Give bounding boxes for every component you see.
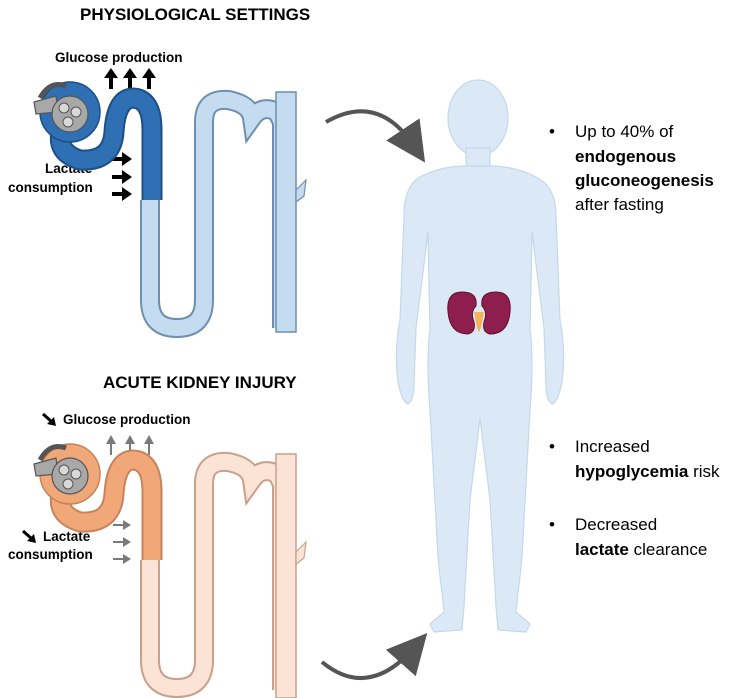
- bullet-bottom-2-rest: clearance: [629, 540, 707, 559]
- bullet-bottom-1-line2: hypoglycemia risk: [575, 462, 720, 481]
- bullet-bottom-1-rest: risk: [688, 462, 720, 481]
- curved-arrow-top: [325, 109, 426, 163]
- bullet-top-line4: after fasting: [575, 195, 664, 214]
- aki-glucose-arrows: [106, 435, 154, 455]
- bullet-bottom-2-line2: lactate clearance: [575, 540, 707, 559]
- curved-arrow-bottom: [320, 633, 428, 680]
- aki-title: ACUTE KIDNEY INJURY: [103, 373, 297, 392]
- bullet-bottom-1-line1: Increased: [575, 437, 650, 456]
- bullet-bottom-2-line1: Decreased: [575, 515, 657, 534]
- right-arrow-icon: [112, 187, 132, 201]
- bullet-bottom-2-marker: •: [549, 515, 555, 534]
- glomerulus-icon: [33, 82, 89, 133]
- right-arrow-icon: [112, 152, 132, 166]
- bullet-top-line1: Up to 40% of: [575, 122, 674, 141]
- kidneys-icon: [447, 291, 511, 335]
- right-arrow-icon: [113, 520, 131, 530]
- up-arrow-icon: [142, 68, 156, 89]
- up-arrow-icon: [144, 435, 154, 455]
- bullet-bottom-1-bold: hypoglycemia: [575, 462, 689, 481]
- up-arrow-icon: [125, 435, 135, 455]
- right-arrow-icon: [113, 554, 131, 564]
- physio-lactate-arrows: [112, 152, 132, 201]
- aki-nephron: [33, 443, 307, 698]
- physio-title: PHYSIOLOGICAL SETTINGS: [80, 5, 310, 24]
- bullets-bottom: • Increased hypoglycemia risk • Decrease…: [549, 437, 720, 559]
- aki-lactate-label-1: Lactate: [43, 529, 91, 544]
- physio-lactate-label-2: consumption: [8, 180, 93, 195]
- aki-glucose-label: Glucose production: [63, 412, 191, 427]
- right-arrow-icon: [113, 537, 131, 547]
- bullet-bottom-1-marker: •: [549, 437, 555, 456]
- bullet-top-marker: •: [549, 122, 555, 141]
- up-arrow-icon: [123, 68, 137, 89]
- physio-nephron: [33, 81, 307, 339]
- bullet-bottom-2-bold: lactate: [575, 540, 629, 559]
- down-diagonal-arrow-icon: [22, 529, 36, 543]
- bullet-top-line3: gluconeogenesis: [575, 171, 714, 190]
- up-arrow-icon: [106, 435, 116, 455]
- down-diagonal-arrow-icon: [42, 412, 56, 426]
- physio-glucose-arrows: [104, 68, 156, 89]
- bullet-top-line2: endogenous: [575, 147, 676, 166]
- physio-glucose-label: Glucose production: [55, 50, 183, 65]
- up-arrow-icon: [104, 68, 118, 89]
- aki-lactate-arrows: [113, 520, 131, 564]
- right-arrow-icon: [112, 170, 132, 184]
- glomerulus-icon: [33, 444, 89, 495]
- human-body-icon: [395, 79, 565, 633]
- aki-lactate-label-2: consumption: [8, 547, 93, 562]
- bullets-top: • Up to 40% of endogenous gluconeogenesi…: [549, 122, 714, 214]
